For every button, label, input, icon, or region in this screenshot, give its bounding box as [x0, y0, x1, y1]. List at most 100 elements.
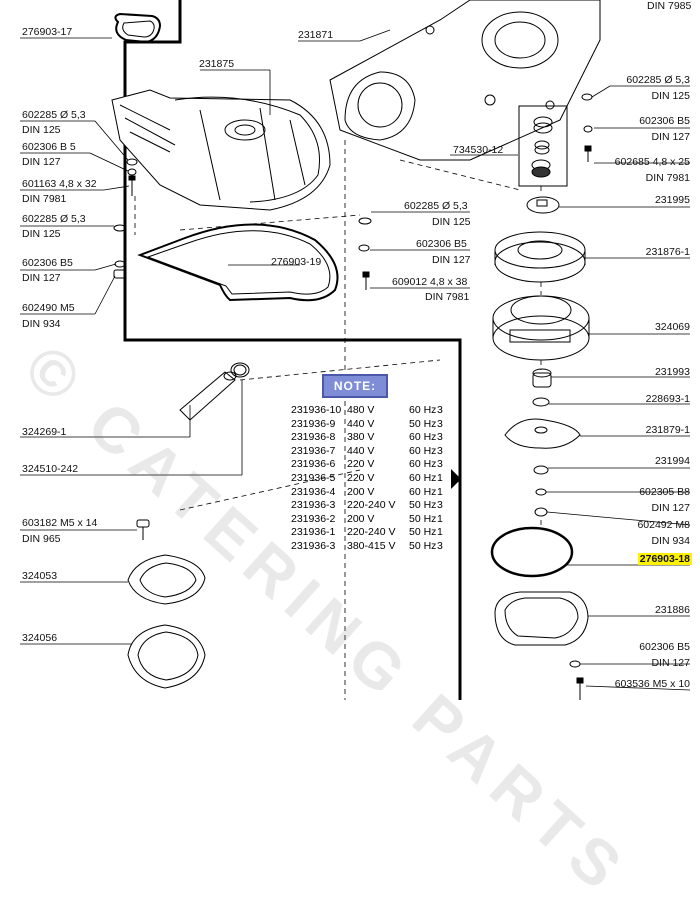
- note-part: 231936-2: [291, 512, 336, 525]
- screw-603182: [136, 519, 150, 540]
- label-602490: 602490 M5: [22, 302, 75, 314]
- label-231886: 231886: [654, 604, 690, 616]
- label-276903-18: 276903-18: [637, 553, 692, 565]
- note-freq: 50 Hz: [409, 499, 437, 512]
- leader-lines: [20, 29, 691, 691]
- note-part: 231936-3: [291, 499, 336, 512]
- label-602306-a: 602306 B 5: [22, 141, 76, 153]
- note-part: 231936-6: [291, 458, 336, 471]
- label-din-125-b: DIN 125: [22, 228, 61, 240]
- note-part: 231936-1: [291, 526, 336, 539]
- label-602305: 602305 B8: [639, 486, 690, 498]
- valve-kit-734530-12: [531, 116, 553, 178]
- label-602285-c: 602285 Ø 5,3: [404, 200, 468, 212]
- label-276903-19: 276903-19: [271, 256, 322, 268]
- note-freq: 60 Hz: [409, 431, 437, 444]
- note-part: 231936-7: [291, 444, 336, 457]
- note-voltage: 220-240 V: [347, 526, 396, 539]
- label-609012: 609012 4,8 x 38: [392, 276, 468, 288]
- note-phase: 1: [437, 471, 443, 484]
- note-phase: 3: [437, 458, 443, 471]
- note-freq: 60 Hz: [409, 458, 437, 471]
- label-231876-1: 231876-1: [645, 246, 690, 258]
- gasket-276903-19: [137, 223, 339, 302]
- fasteners-left: [113, 93, 593, 290]
- note-freq: 60 Hz: [409, 485, 437, 498]
- gasket-324053: [127, 554, 206, 605]
- note-phase: 1: [437, 526, 443, 539]
- label-231879-1: 231879-1: [645, 424, 690, 436]
- note-voltage: 220 V: [347, 471, 375, 484]
- motor-housing-231875: [111, 89, 331, 211]
- label-324053: 324053: [22, 570, 58, 582]
- label-324510-242: 324510-242: [22, 463, 79, 475]
- label-228693-1: 228693-1: [645, 393, 690, 405]
- note-freq: 60 Hz: [409, 404, 437, 416]
- note-voltage: 480 V: [347, 404, 375, 416]
- label-din-7981-r: DIN 7981: [645, 172, 690, 184]
- note-voltage: 440 V: [347, 444, 375, 457]
- label-din-965: DIN 965: [22, 533, 61, 545]
- section-frame-line: [123, 0, 462, 700]
- label-din-125-a: DIN 125: [22, 124, 61, 136]
- label-231994: 231994: [654, 455, 690, 467]
- label-din-7981-a: DIN 7981: [22, 193, 67, 205]
- note-phase: 1: [437, 485, 443, 498]
- label-603182: 603182 M5 x 14: [22, 517, 98, 529]
- note-phase: 3: [437, 499, 443, 512]
- label-din-127-e: DIN 127: [651, 657, 690, 669]
- label-324056: 324056: [22, 632, 58, 644]
- note-part: 231936-4: [291, 485, 336, 498]
- note-voltage: 200 V: [347, 485, 375, 498]
- label-324069: 324069: [654, 321, 690, 333]
- label-734530-12: 734530-12: [453, 144, 504, 156]
- cover-231871: [329, 0, 601, 161]
- label-din-934-a: DIN 934: [22, 318, 61, 330]
- note-freq: 60 Hz: [409, 471, 437, 484]
- note-voltage: 220-240 V: [347, 499, 396, 512]
- label-din-127-b: DIN 127: [22, 272, 61, 284]
- oring-276903-18: [490, 526, 574, 578]
- label-601163: 601163 4,8 x 32: [22, 178, 97, 190]
- label-602306-d: 602306 B5: [639, 641, 690, 653]
- note-voltage: 200 V: [347, 512, 375, 525]
- label-din-934-r: DIN 934: [651, 535, 690, 547]
- note-voltage: 380-415 V: [347, 539, 396, 552]
- label-276903-17: 276903-17: [22, 26, 73, 38]
- label-din-125-c: DIN 125: [432, 216, 471, 228]
- tube-324269-1: [179, 362, 250, 421]
- pump-stack-right: [490, 196, 590, 700]
- note-freq: 60 Hz: [409, 444, 437, 457]
- label-231875: 231875: [199, 58, 235, 70]
- note-part: 231936-8: [291, 431, 336, 444]
- label-din-127-c: DIN 127: [432, 254, 471, 266]
- dashed-axes: [134, 140, 542, 700]
- gasket-324056: [127, 624, 206, 689]
- note-phase: 3: [437, 417, 443, 430]
- note-part: 231936-3: [291, 539, 336, 552]
- note-phase: 3: [437, 404, 443, 416]
- label-602685: 602685 4,8 x 25: [614, 156, 690, 168]
- note-phase: 3: [437, 431, 443, 444]
- section-arrow: [451, 469, 461, 489]
- label-602285-b: 602285 Ø 5,3: [22, 213, 86, 225]
- note-part: 231936-10: [291, 404, 342, 416]
- label-din-7981-c: DIN 7981: [425, 291, 470, 303]
- label-602306-b: 602306 B5: [22, 257, 73, 269]
- note-freq: 50 Hz: [409, 417, 437, 430]
- note-phase: 3: [437, 444, 443, 457]
- label-din-127-d: DIN 127: [651, 502, 690, 514]
- note-badge: NOTE:: [322, 374, 388, 398]
- label-324269-1: 324269-1: [22, 426, 67, 438]
- label-231871: 231871: [298, 29, 334, 41]
- label-602306-r: 602306 B5: [639, 115, 690, 127]
